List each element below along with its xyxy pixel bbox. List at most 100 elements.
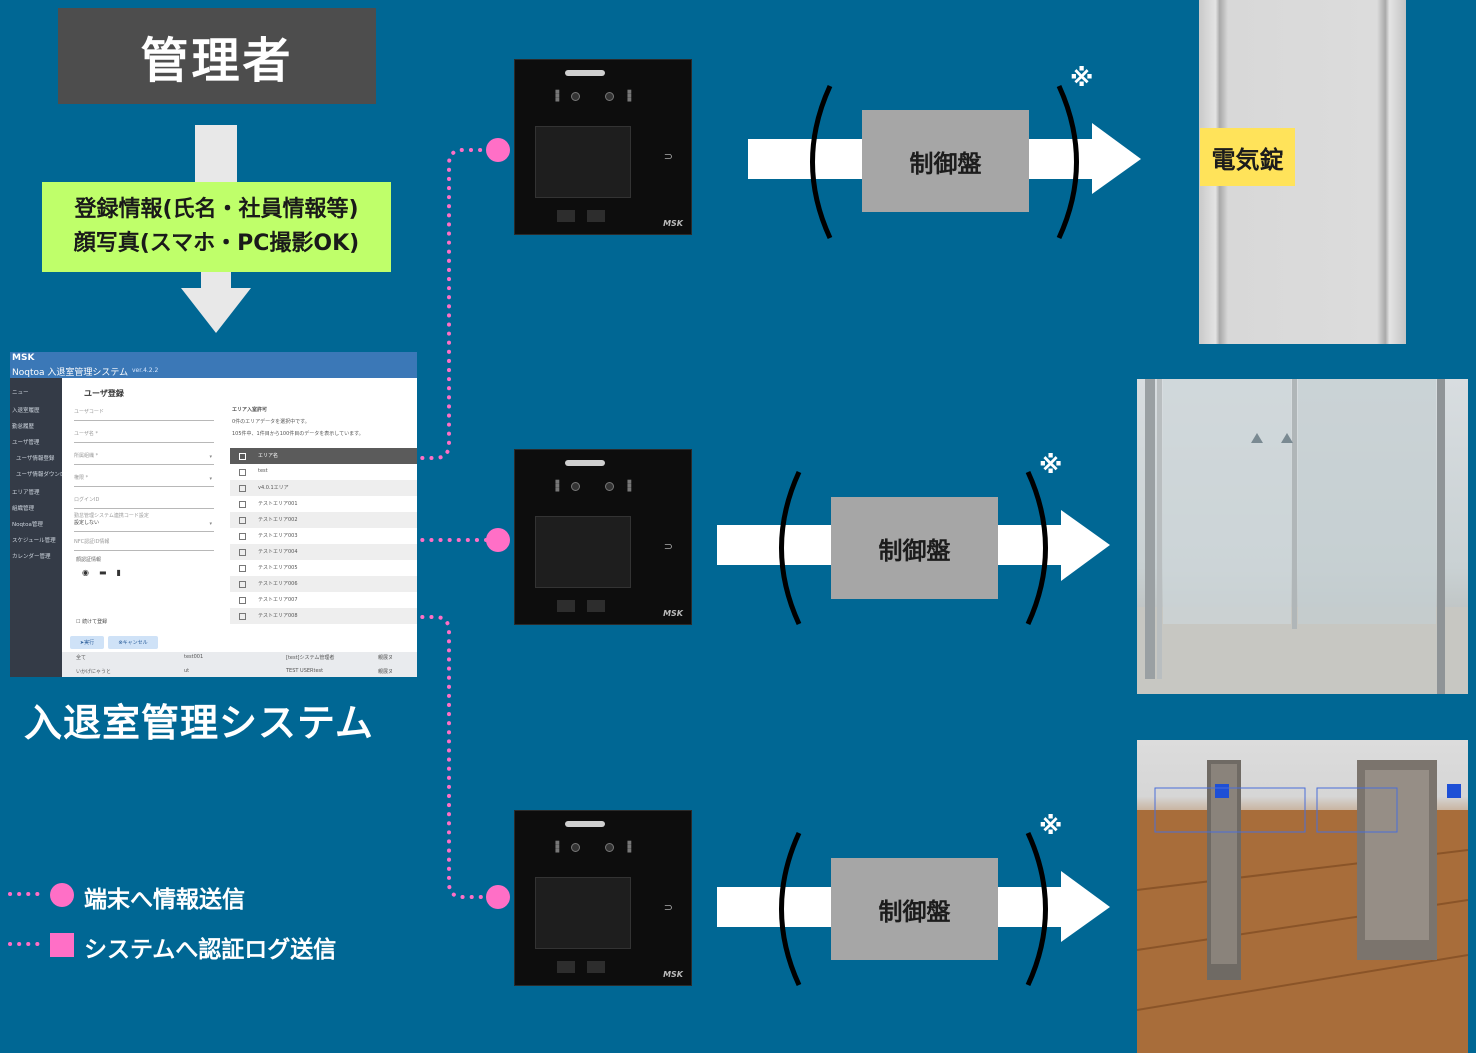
terminal-brand: MSK	[663, 219, 683, 228]
form-field-label: 権限 *	[74, 475, 89, 481]
table-row: テストエリア002	[230, 512, 417, 528]
checkbox-icon	[239, 613, 246, 620]
form-field: ユーザコード	[74, 408, 214, 421]
registration-line-2: 顔写真(スマホ・PC撮影OK)	[73, 231, 360, 256]
screenshot-bottom-table: 全て test001 [test]システム管理者 親展ヌ いかげにゃうと ut …	[62, 652, 417, 677]
system-title: 入退室管理システム	[24, 701, 374, 745]
bottom-cell: 親展ヌ	[378, 655, 394, 661]
caret-down-icon: ▾	[209, 454, 212, 460]
table-row: テストエリア003	[230, 528, 417, 544]
face-terminal-1: ■■■ ■■■ ⊃ MSK	[514, 59, 692, 235]
checkbox-icon	[239, 565, 246, 572]
control-panel-2: 制御盤	[831, 497, 998, 599]
nfc-icon: ⊃	[663, 540, 673, 553]
form-field-note: 勤怠管理システム連携コード設定	[74, 513, 149, 519]
area-heading: エリア入室許可	[232, 407, 268, 413]
camera-icon	[571, 92, 580, 101]
photo-icons: ◉▬▮	[82, 568, 131, 577]
led-icon: ■■■	[555, 840, 560, 854]
control-note-2: ※	[1039, 451, 1063, 479]
screenshot-app-title: Noqtoa 入退室管理システム	[12, 368, 129, 378]
folder-icon: ▬	[98, 568, 117, 577]
control-note-3: ※	[1039, 812, 1063, 840]
control-panel-1: 制御盤	[862, 110, 1029, 212]
table-cell: テストエリア004	[258, 549, 298, 555]
terminal-button	[557, 961, 575, 973]
caret-down-icon: ▾	[209, 521, 212, 527]
camera-icon	[571, 843, 580, 852]
terminal-button	[557, 210, 575, 222]
table-cell: テストエリア002	[258, 517, 298, 523]
gate-photo	[1137, 740, 1468, 1053]
checkbox-icon	[239, 517, 246, 524]
nfc-icon: ⊃	[663, 901, 673, 914]
form-select-value: 設定しない	[74, 520, 100, 526]
electric-lock-label: 電気錠	[1200, 128, 1295, 186]
sidebar-item: カレンダー管理	[12, 554, 51, 560]
camera-icon	[605, 482, 614, 491]
control-panel-3: 制御盤	[831, 858, 998, 960]
nfc-icon: ⊃	[663, 150, 673, 163]
terminal-sensor-bar	[565, 70, 605, 76]
checkbox-icon	[239, 533, 246, 540]
terminal-button	[587, 961, 605, 973]
led-icon: ■■■	[627, 840, 632, 854]
led-icon: ■■■	[555, 89, 560, 103]
terminal-screen	[535, 126, 631, 198]
continue-checkbox: ☐ 続けて登録	[76, 619, 108, 625]
bottom-cell: [test]システム管理者	[286, 655, 335, 661]
registration-info-box: 登録情報(氏名・社員情報等) 顔写真(スマホ・PC撮影OK)	[42, 182, 391, 272]
form-field: ユーザ名 *	[74, 430, 214, 443]
bottom-cell: test001	[184, 654, 204, 660]
checkbox-icon	[239, 485, 246, 492]
checkbox-icon	[239, 581, 246, 588]
form-field: NFC認証ID情報	[74, 538, 214, 551]
screenshot-logo: MSK	[12, 353, 35, 363]
checkbox-icon	[239, 469, 246, 476]
terminal-brand: MSK	[663, 609, 683, 618]
camera-icon: ◉	[82, 568, 99, 577]
area-info-2: 105件中、1件目から100件目のデータを表示しています。	[232, 431, 364, 437]
terminal-button	[557, 600, 575, 612]
sidebar-item: ユーザ管理	[12, 440, 40, 446]
table-row: テストエリア004	[230, 544, 417, 560]
table-row: v4.0.1エリア	[230, 480, 417, 496]
trash-icon: ▮	[116, 568, 131, 577]
sidebar-item: エリア管理	[12, 490, 40, 496]
bottom-cell: 全て	[76, 655, 87, 661]
bottom-cell: ut	[184, 668, 190, 674]
terminal-button	[587, 600, 605, 612]
table-header: エリア名	[230, 448, 417, 464]
face-terminal-2: ■■■ ■■■ ⊃ MSK	[514, 449, 692, 625]
table-cell: テストエリア007	[258, 597, 298, 603]
bottom-cell: 親展ヌ	[378, 669, 394, 675]
gate-illustration	[1137, 760, 1468, 1053]
sidebar-item: 組織管理	[12, 506, 35, 512]
form-field: 所属組織 * ▾	[74, 452, 214, 465]
terminal-screen	[535, 877, 631, 949]
screenshot-menu-label: ニュー	[12, 390, 29, 396]
sidebar-item: ユーザ情報登録	[16, 456, 55, 462]
terminal-button	[587, 210, 605, 222]
screenshot-form-title: ユーザ登録	[84, 389, 124, 398]
table-row: テストエリア006	[230, 576, 417, 592]
table-row: テストエリア007	[230, 592, 417, 608]
table-cell: テストエリア008	[258, 613, 298, 619]
form-field: 権限 *▾	[74, 474, 214, 487]
led-icon: ■■■	[627, 479, 632, 493]
run-label: 実行	[84, 640, 95, 646]
sidebar-item: スケジュール管理	[12, 538, 56, 544]
led-icon: ■■■	[555, 479, 560, 493]
form-field: ログインID	[74, 496, 214, 509]
form-select: 設定しない ▾	[74, 519, 214, 532]
photo-label: 顔認証情報	[76, 557, 102, 563]
cancel-button: ⊗ キャンセル	[108, 636, 158, 649]
table-row: テストエリア005	[230, 560, 417, 576]
form-field-label: 所属組織 *	[74, 453, 99, 459]
table-header-cell: エリア名	[258, 453, 279, 459]
cancel-label: キャンセル	[122, 640, 148, 646]
terminal-sensor-bar	[565, 821, 605, 827]
table-cell: テストエリア006	[258, 581, 298, 587]
glass-door-illustration	[1137, 379, 1468, 694]
screenshot-version: ver.4.2.2	[132, 367, 159, 374]
